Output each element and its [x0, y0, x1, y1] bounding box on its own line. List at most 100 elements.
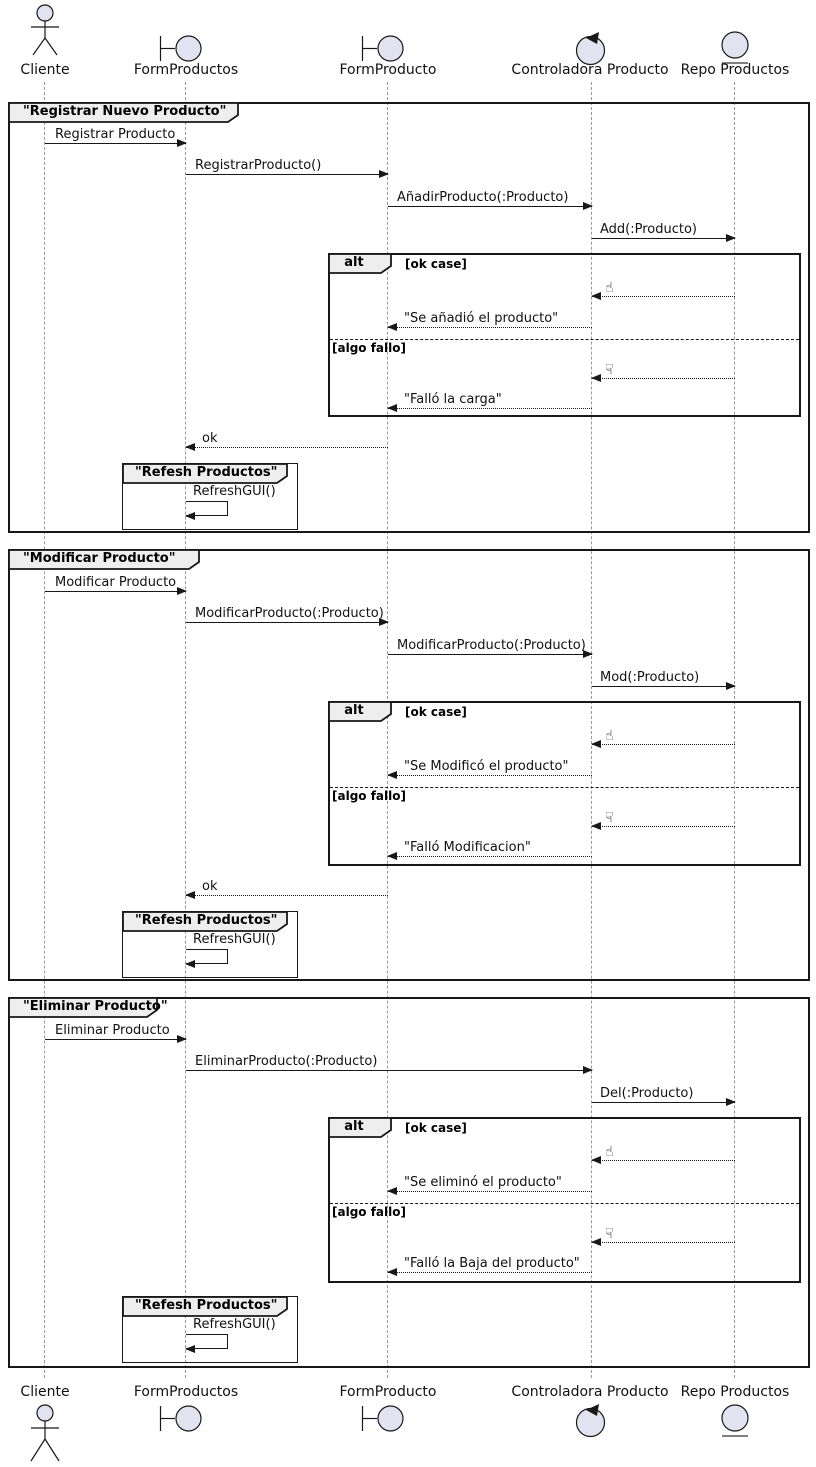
return-message-ok: ok — [185, 879, 388, 899]
message-modificarproducto-1: ModificarProducto(:Producto) — [186, 606, 389, 626]
group-title: "Refesh Productos" — [135, 465, 278, 480]
thumb-up-icon: ☝ — [605, 728, 614, 744]
arrowhead-icon — [379, 170, 389, 178]
return-message-fallo-modificacion: "Falló Modificacion" — [387, 840, 592, 860]
message-label: Eliminar Producto — [55, 1022, 170, 1038]
control-icon — [575, 32, 606, 66]
message-add-producto: Add(:Producto) — [592, 222, 736, 242]
actor-icon — [31, 4, 59, 56]
thumb-down-icon: ☟ — [605, 362, 614, 378]
thumb-up-icon: ☝ — [605, 280, 614, 296]
return-message-se-anadio: "Se añadió el producto" — [387, 311, 592, 331]
participant-label-formproductos-bottom: FormProductos — [133, 1384, 239, 1400]
arrowhead-icon — [177, 139, 187, 147]
control-icon — [575, 1404, 606, 1438]
self-message-refreshgui — [185, 501, 228, 520]
alt-header: alt — [328, 1117, 392, 1138]
message-label: "Falló la Baja del producto" — [404, 1255, 580, 1271]
alt-else-divider — [330, 787, 799, 788]
message-label: "Se añadió el producto" — [404, 310, 559, 326]
frame-title: "Modificar Producto" — [23, 551, 176, 566]
message-label: Modificar Producto — [55, 574, 177, 590]
message-label: RegistrarProducto() — [195, 157, 322, 173]
return-message-fail-signal: ☟ — [591, 1227, 735, 1246]
message-label: ModificarProducto(:Producto) — [195, 605, 384, 621]
message-label: "Falló Modificacion" — [404, 839, 531, 855]
return-message-fail-signal: ☟ — [591, 811, 735, 830]
arrowhead-icon — [387, 771, 397, 779]
arrowhead-icon — [387, 1187, 397, 1195]
return-message-ok-signal: ☝ — [591, 281, 735, 300]
message-modificar-producto: Modificar Producto — [45, 575, 187, 595]
guard-ok-label: [ok case] — [405, 1121, 467, 1135]
arrowhead-icon — [591, 822, 601, 830]
arrowhead-icon — [185, 891, 195, 899]
frame-header: "Eliminar Producto" — [8, 997, 168, 1018]
arrowhead-icon — [185, 960, 195, 968]
lifeline-controladora — [591, 82, 592, 1378]
participant-label-controladora-bottom: Controladora Producto — [511, 1384, 669, 1400]
frame-eliminar-producto — [8, 997, 810, 1368]
thumb-down-icon: ☟ — [605, 1226, 614, 1242]
thumb-down-icon: ☟ — [605, 810, 614, 826]
arrowhead-icon — [583, 1066, 593, 1074]
group-title: "Refesh Productos" — [135, 913, 278, 928]
message-label: "Falló la carga" — [404, 391, 502, 407]
group-header: "Refesh Productos" — [122, 911, 288, 932]
arrowhead-icon — [583, 202, 593, 210]
group-header: "Refesh Productos" — [122, 1296, 288, 1317]
arrowhead-icon — [177, 1035, 187, 1043]
message-label: Add(:Producto) — [600, 221, 698, 237]
message-label: Del(:Producto) — [600, 1085, 694, 1101]
group-title: "Refesh Productos" — [135, 1298, 278, 1313]
alt-fragment — [328, 253, 801, 417]
arrowhead-icon — [185, 512, 195, 520]
message-label: ModificarProducto(:Producto) — [397, 637, 586, 653]
arrowhead-icon — [387, 323, 397, 331]
arrowhead-icon — [583, 650, 593, 658]
lifeline-cliente — [44, 82, 45, 1378]
message-eliminar-producto: Eliminar Producto — [45, 1023, 187, 1043]
guard-fail-label: [algo fallo] — [332, 1205, 406, 1219]
lifeline-repo — [734, 82, 735, 1378]
self-message-label: RefreshGUI() — [193, 1317, 276, 1332]
return-message-ok: ok — [185, 431, 388, 451]
message-registrar-producto: Registrar Producto — [45, 127, 187, 147]
alt-operator-label: alt — [344, 1119, 364, 1134]
alt-fragment — [328, 1117, 801, 1283]
message-mod-producto: Mod(:Producto) — [592, 670, 736, 690]
message-modificarproducto-2: ModificarProducto(:Producto) — [388, 638, 593, 658]
arrowhead-icon — [726, 1098, 736, 1106]
alt-operator-label: alt — [344, 703, 364, 718]
boundary-icon — [361, 1405, 404, 1432]
alt-header: alt — [328, 253, 392, 274]
frame-header: "Modificar Producto" — [8, 549, 200, 570]
alt-else-divider — [330, 1203, 799, 1204]
message-label: Mod(:Producto) — [600, 669, 700, 685]
participant-label-repo-bottom: Repo Productos — [680, 1384, 790, 1400]
frame-title: "Registrar Nuevo Producto" — [23, 104, 227, 119]
arrowhead-icon — [726, 234, 736, 242]
entity-icon — [721, 1404, 749, 1437]
entity-icon — [721, 31, 749, 64]
arrowhead-icon — [591, 1238, 601, 1246]
alt-fragment — [328, 701, 801, 866]
return-message-ok-signal: ☝ — [591, 1145, 735, 1164]
alt-header: alt — [328, 701, 392, 722]
participant-label-cliente: Cliente — [20, 62, 70, 78]
arrowhead-icon — [591, 740, 601, 748]
self-message-label: RefreshGUI() — [193, 932, 276, 947]
participant-label-cliente-bottom: Cliente — [20, 1384, 70, 1400]
message-label: Registrar Producto — [55, 126, 176, 142]
arrowhead-icon — [177, 587, 187, 595]
arrowhead-icon — [379, 618, 389, 626]
participant-label-repo: Repo Productos — [680, 62, 790, 78]
guard-ok-label: [ok case] — [405, 705, 467, 719]
participant-label-formproducto: FormProducto — [339, 62, 437, 78]
frame-header: "Registrar Nuevo Producto" — [8, 102, 239, 123]
message-label: ok — [202, 878, 218, 894]
lifeline-formproducto — [387, 82, 388, 1378]
return-message-fail-signal: ☟ — [591, 363, 735, 382]
frame-title: "Eliminar Producto" — [23, 999, 168, 1014]
